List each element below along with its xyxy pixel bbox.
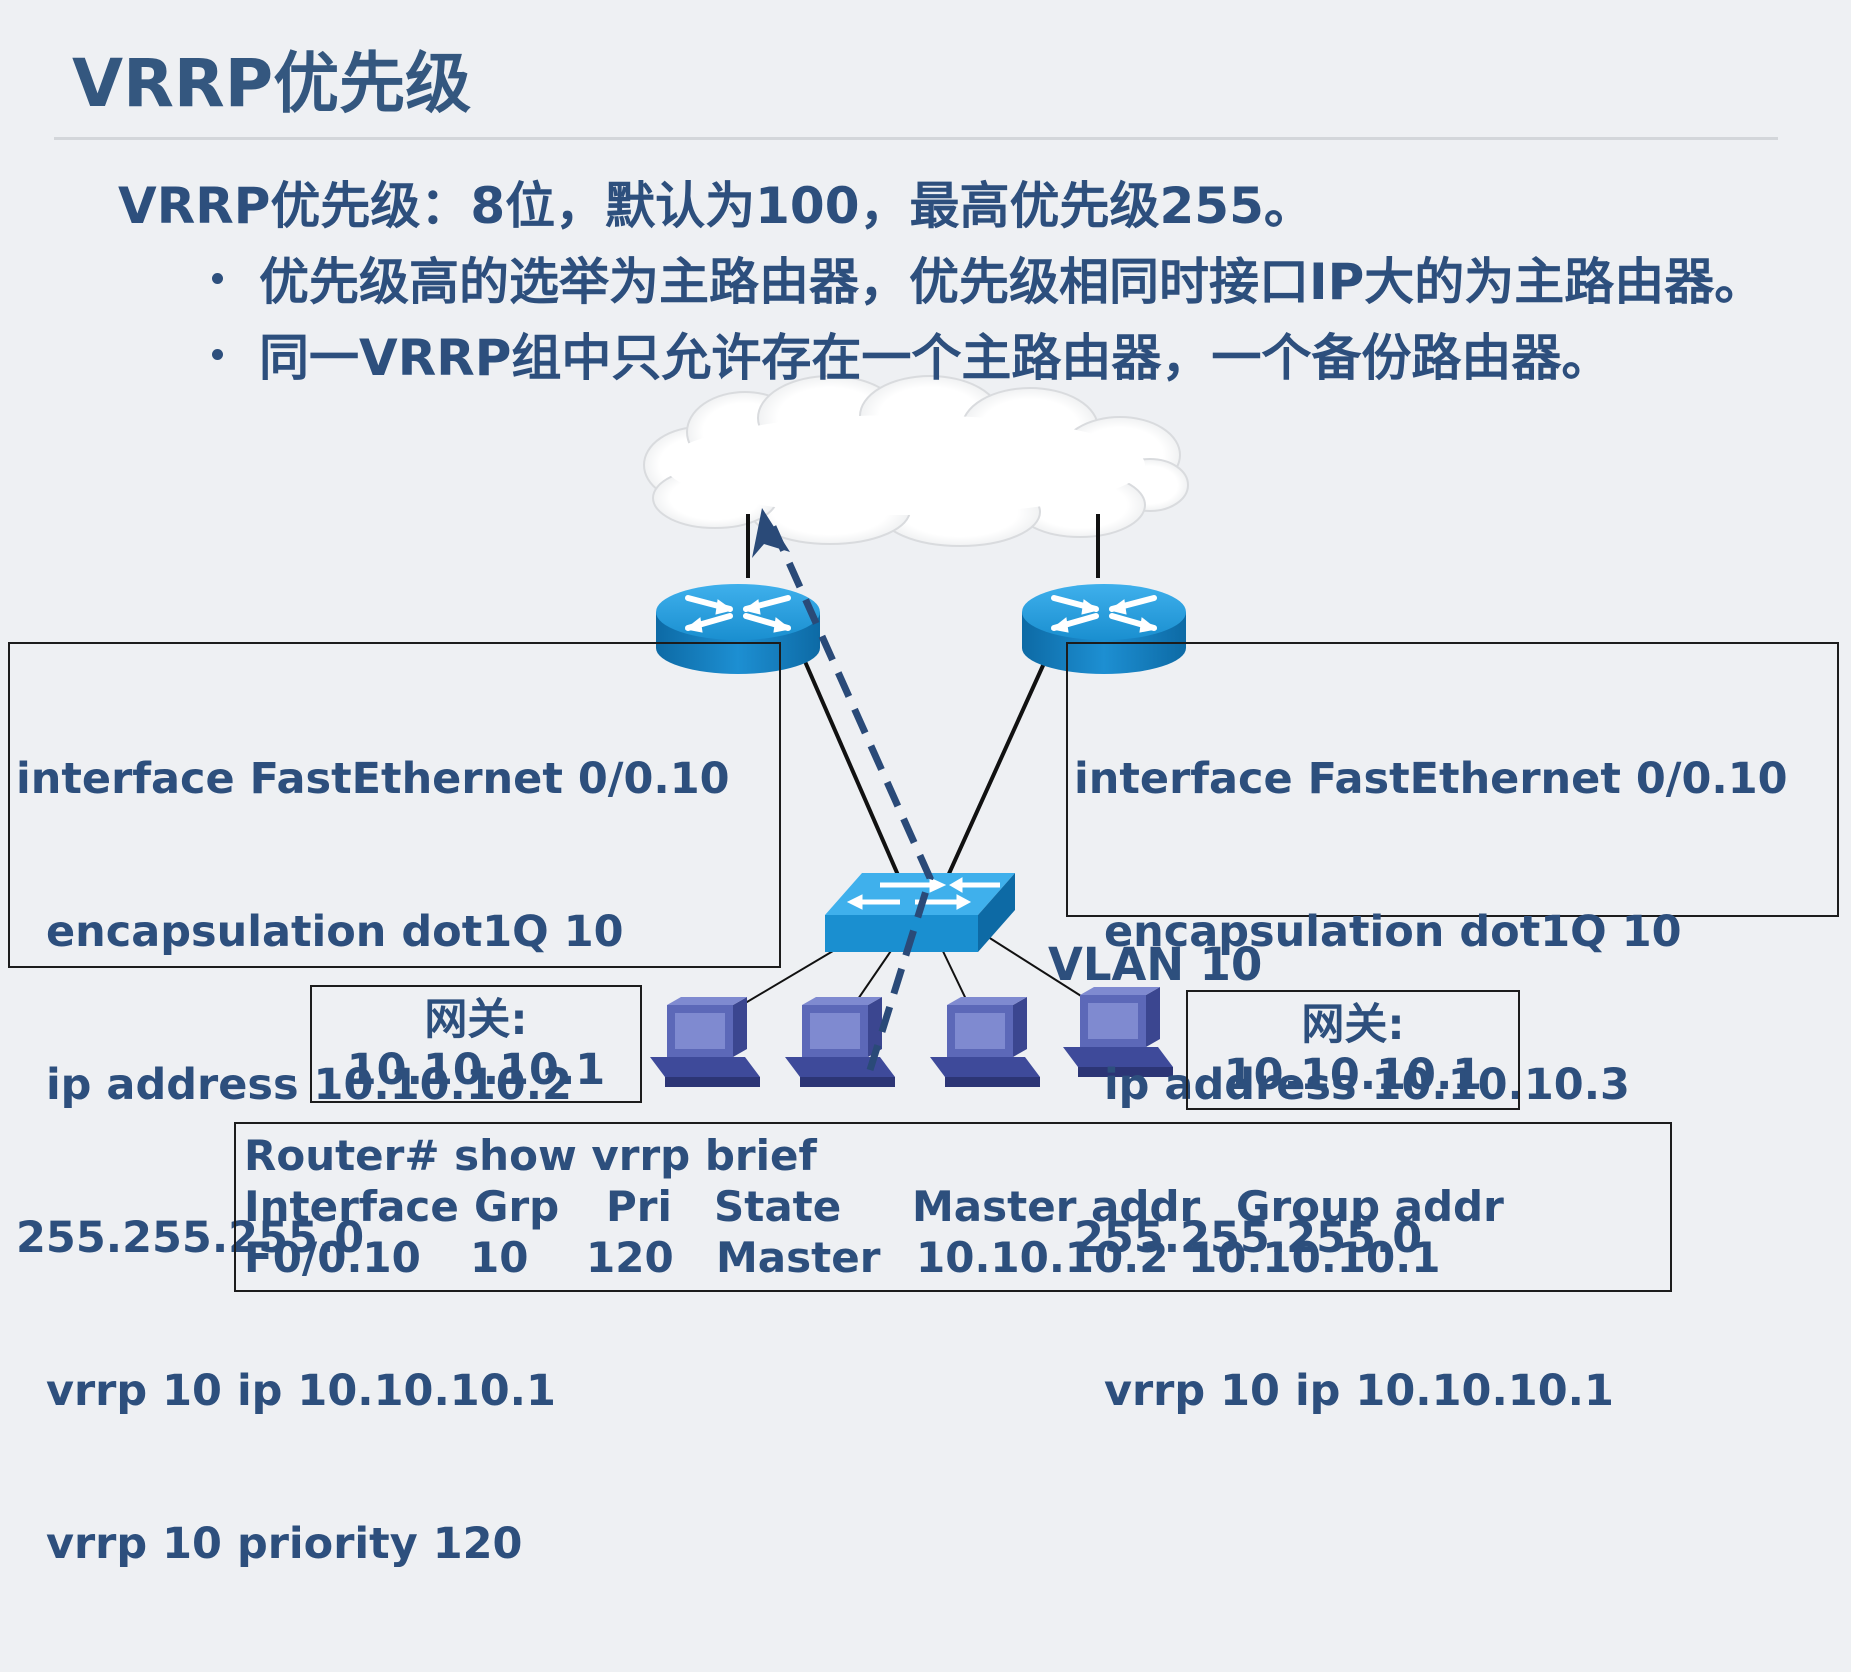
config-line: vrrp 10 ip 10.10.10.1: [16, 1366, 556, 1416]
bullet-text: 同一VRRP组中只允许存在一个主路由器，一个备份路由器。: [259, 329, 1612, 387]
bullet-text: 优先级高的选举为主路由器，优先级相同时接口IP大的为主路由器。: [259, 253, 1765, 311]
main-point: VRRP优先级：8位，默认为100，最高优先级255。: [118, 177, 1314, 235]
cli-cell: 10.10.10.2: [916, 1233, 1169, 1282]
bullet-dot-icon: [212, 272, 223, 284]
config-line: encapsulation dot1Q 10: [16, 907, 624, 957]
config-line: interface FastEthernet 0/0.10: [1074, 754, 1788, 804]
cli-header: State: [714, 1182, 842, 1231]
pc-icon: [785, 997, 895, 1087]
switch-icon: [825, 873, 1015, 952]
page-title: VRRP优先级: [72, 45, 472, 122]
bullet-dot-icon: [212, 348, 223, 360]
cli-cell: Master: [716, 1233, 881, 1282]
cli-cell: F0/0.10: [244, 1233, 421, 1282]
pc-icon: [1063, 987, 1173, 1077]
config-line: vrrp 10 priority 120: [16, 1519, 523, 1569]
cli-command: Router# show vrrp brief: [244, 1131, 817, 1180]
left-gateway-box: 网关: 10.10.10.1: [310, 985, 642, 1103]
pc-icon: [650, 997, 760, 1087]
gateway-ip: 10.10.10.1: [1223, 1050, 1483, 1100]
traffic-path-arrow: [752, 508, 934, 1072]
router1-switch-link: [798, 649, 910, 899]
config-line: 255.255.255.0: [1074, 1213, 1423, 1263]
router2-switch-link: [936, 649, 1052, 899]
left-router-config: interface FastEthernet 0/0.10 encapsulat…: [8, 642, 781, 1569]
right-gateway-box: 网关: 10.10.10.1: [1186, 990, 1520, 1110]
gateway-label: 网关:: [1301, 1000, 1405, 1050]
cli-output-box: Router# show vrrp brief Interface Grp Pr…: [234, 1122, 1672, 1292]
cli-cell: 120: [586, 1233, 674, 1282]
gateway-label: 网关:: [424, 995, 528, 1045]
config-line: interface FastEthernet 0/0.10: [16, 754, 730, 804]
cli-cell: 10: [470, 1233, 529, 1282]
vlan-label: VLAN 10: [1048, 938, 1263, 991]
config-line: encapsulation dot1Q 10: [1074, 907, 1682, 957]
bullet-item: 优先级高的选举为主路由器，优先级相同时接口IP大的为主路由器。: [212, 242, 1764, 314]
network-diagram: [643, 375, 1189, 1087]
bullet-item: 同一VRRP组中只允许存在一个主路由器，一个备份路由器。: [212, 318, 1611, 390]
cli-data-row: F0/0.10 10 120 Master 10.10.10.2 10.10.1…: [244, 1232, 1664, 1283]
config-line: vrrp 10 ip 10.10.10.1: [1074, 1366, 1614, 1416]
gateway-ip: 10.10.10.1: [346, 1045, 606, 1095]
config-line: 255.255.255.0: [16, 1213, 365, 1263]
cli-header: Pri: [606, 1182, 672, 1231]
title-divider: [54, 137, 1778, 140]
cli-header: Group addr: [1236, 1182, 1504, 1231]
cli-header: Interface: [244, 1182, 459, 1231]
cloud-icon: [643, 375, 1189, 547]
cli-cell: 10.10.10.1: [1188, 1233, 1441, 1282]
cli-header-row: Interface Grp Pri State Master addr Grou…: [244, 1181, 1664, 1232]
right-router-config: interface FastEthernet 0/0.10 encapsulat…: [1066, 642, 1839, 1416]
config-line: ip address 10.10.10.3: [1074, 1060, 1630, 1110]
pc-icon: [930, 997, 1040, 1087]
cli-header: Master addr: [912, 1182, 1201, 1231]
cli-header: Grp: [474, 1182, 560, 1231]
